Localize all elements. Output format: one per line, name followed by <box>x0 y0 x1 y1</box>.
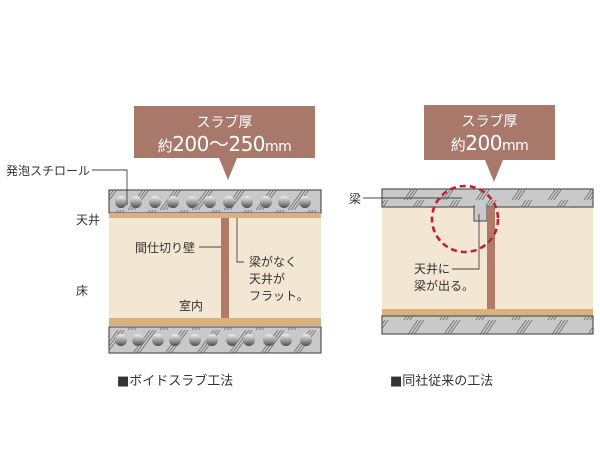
conventional-caption: ■同社従来の工法 <box>390 374 494 389</box>
callout-value: 約200mm <box>450 131 529 155</box>
ceiling-label: 天井 <box>76 213 101 227</box>
flat-ceiling-leader-line <box>236 218 244 263</box>
void-tubes-top <box>115 196 311 208</box>
beam-label: 梁 <box>349 192 362 206</box>
styrofoam-label: 発泡スチロール <box>6 164 91 178</box>
floor-label: 床 <box>76 284 89 298</box>
callout-value: 約200〜250mm <box>157 132 292 156</box>
ceiling-finish-band <box>109 213 321 218</box>
flat-ceiling-note: 梁がなく 天井が フラット。 <box>249 255 309 303</box>
partition-wall <box>487 207 495 309</box>
slab-thickness-callout-void: スラブ厚 約200〜250mm <box>134 106 315 158</box>
conventional-slab-diagram <box>363 184 594 335</box>
floor-finish-band <box>109 318 321 326</box>
beam-note-leader-line <box>452 214 480 270</box>
interior-room <box>109 218 321 318</box>
void-slab-diagram <box>92 169 322 354</box>
void-slab-caption: ■ボイドスラブ工法 <box>117 374 234 389</box>
callout-pointer <box>485 160 503 182</box>
beam-note: 天井に 梁が出る。 <box>414 262 475 293</box>
beam-protrusion <box>473 205 488 222</box>
partition-wall <box>221 218 229 318</box>
beam-highlight-circle <box>430 184 500 254</box>
callout-title: スラブ厚 <box>461 114 518 130</box>
slab-thickness-callout-conventional: スラブ厚 約200mm <box>424 105 555 160</box>
partition-wall-label: 間仕切り壁 <box>135 241 196 255</box>
void-tubes-bottom <box>115 334 312 346</box>
callout-pointer <box>219 158 237 180</box>
floor-finish-band <box>382 309 593 316</box>
callout-title: スラブ厚 <box>196 115 253 131</box>
room-interior-label: 室内 <box>179 299 204 313</box>
styrofoam-leader-line <box>92 169 128 205</box>
